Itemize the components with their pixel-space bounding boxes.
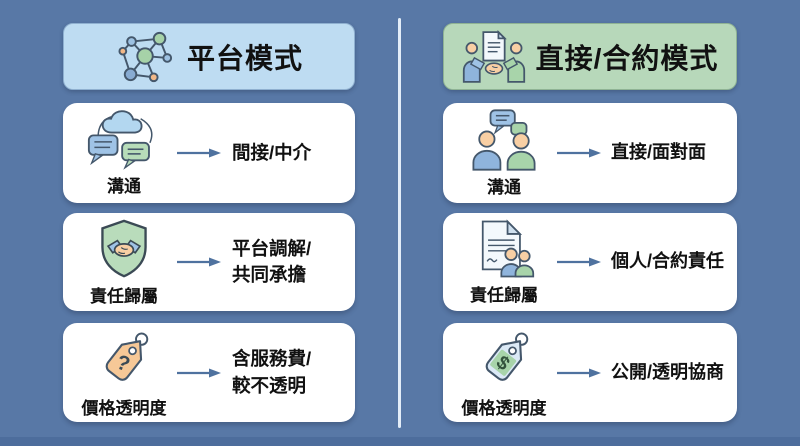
direct-column: 直接/合約模式 [443, 23, 737, 423]
arrow-icon [176, 366, 222, 380]
chat-cloud-icon [87, 109, 161, 171]
column-divider [398, 18, 401, 428]
network-icon [115, 29, 177, 85]
result-text: 平台調解/ 共同承擔 [232, 237, 312, 285]
platform-price-card: ? 價格透明度 含服務費/ 較不透明 [63, 323, 355, 422]
tag-question-icon: ? [90, 327, 158, 393]
result-text: 個人/合約責任 [611, 251, 725, 272]
row-label: 責任歸屬 [470, 286, 538, 305]
direct-price-card: $ 價格透明度 公開/透明協商 [443, 323, 737, 422]
direct-title: 直接/合約模式 [535, 42, 719, 74]
direct-header: 直接/合約模式 [443, 23, 737, 90]
direct-responsibility-card: 責任歸屬 個人/合約責任 [443, 213, 737, 311]
result-text: 公開/透明協商 [611, 361, 725, 382]
result-text: 間接/中介 [232, 141, 312, 163]
platform-responsibility-card: 責任歸屬 平台調解/ 共同承擔 [63, 213, 355, 311]
arrow-icon [556, 146, 602, 160]
arrow-icon [556, 366, 602, 380]
row-label: 責任歸屬 [90, 287, 158, 306]
arrow-icon [176, 255, 222, 269]
row-label: 價格透明度 [81, 398, 167, 418]
tag-dollar-icon: $ [470, 327, 538, 393]
platform-title: 平台模式 [186, 42, 303, 74]
row-label: 溝通 [107, 177, 141, 196]
arrow-icon [556, 255, 602, 269]
platform-column: 平台模式 [63, 23, 355, 423]
bottom-strip [0, 437, 800, 446]
people-chat-icon [468, 108, 540, 172]
result-text: 直接/面對面 [611, 142, 707, 163]
platform-header: 平台模式 [63, 23, 355, 90]
row-label: 溝通 [487, 178, 521, 197]
handshake-doc-icon [462, 29, 526, 85]
platform-communication-card: 溝通 間接/中介 [63, 103, 355, 203]
row-label: 價格透明度 [461, 398, 547, 418]
contract-people-icon [472, 218, 536, 280]
direct-communication-card: 溝通 直接/面對面 [443, 103, 737, 203]
shield-handshake-icon [94, 217, 154, 281]
arrow-icon [176, 146, 222, 160]
result-text: 含服務費/ 較不透明 [232, 348, 312, 396]
